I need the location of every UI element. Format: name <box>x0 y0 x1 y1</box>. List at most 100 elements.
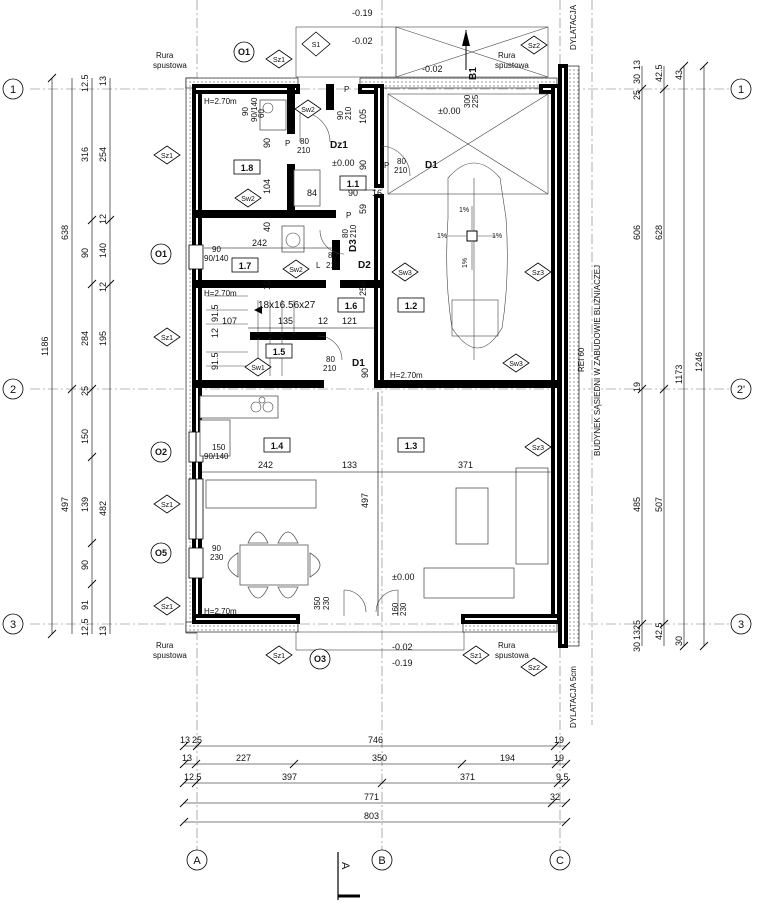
door-80-a: 80 <box>300 137 309 146</box>
bottom-dim-194: 194 <box>500 753 515 763</box>
opening-o3: 350 <box>313 596 322 610</box>
left-dim2-140: 140 <box>98 243 108 258</box>
svg-text:Sz1: Sz1 <box>161 604 173 611</box>
axis-bubble-2-left: 2 <box>2 378 24 400</box>
bathroom-fixtures <box>259 99 321 253</box>
window-tag-o2: O2 <box>150 441 172 463</box>
axis-bubble-1-right: 1 <box>730 78 752 100</box>
bottom-dim-227: 227 <box>236 753 251 763</box>
label-slope-3: 1% <box>492 233 502 240</box>
door-80-d: 80 <box>341 229 350 238</box>
left-dim-25: 25 <box>80 386 90 396</box>
door-210-c: 210 <box>326 261 340 270</box>
svg-text:3: 3 <box>738 619 744 631</box>
opening-o5: 90 <box>212 544 221 553</box>
opening-o2: 150 <box>212 443 226 452</box>
axis-bubble-3-left: 3 <box>2 613 24 635</box>
bottom-dim-771: 771 <box>364 792 379 802</box>
bottom-dim-19-b: 19 <box>554 753 564 763</box>
bottom-dim-19-a: 19 <box>554 735 564 745</box>
svg-text:Sz2: Sz2 <box>528 43 540 50</box>
door-80-b: 80 <box>397 157 406 166</box>
wall-tag-sz1-left1: Sz1 <box>153 145 181 165</box>
door-80-e: 80 <box>326 355 335 364</box>
dim-91-5-b: 91.5 <box>210 352 220 370</box>
wall-tag-sw2-c: Sw2 <box>282 259 310 279</box>
right-dim-outer: 1246 <box>694 352 704 372</box>
label-spustowa-br: spustowa <box>495 651 529 660</box>
dim-84: 84 <box>307 188 317 198</box>
level-top-right: -0.02 <box>422 64 443 74</box>
door-p-b: P <box>384 161 389 170</box>
dim-90-v: 90 <box>358 160 368 170</box>
svg-text:Sz1: Sz1 <box>161 502 173 509</box>
dim-16: 16 <box>372 188 382 198</box>
svg-text:O3: O3 <box>314 654 326 664</box>
left-dim2-482: 482 <box>98 501 108 516</box>
dim-12-stair: 12 <box>318 316 328 326</box>
level-top-inner: -0.02 <box>352 36 373 46</box>
svg-text:1.1: 1.1 <box>347 179 360 189</box>
svg-text:Sw3: Sw3 <box>398 270 412 277</box>
svg-text:1.3: 1.3 <box>405 441 418 451</box>
svg-text:Sw2: Sw2 <box>241 196 255 203</box>
label-slope-1: 1% <box>459 207 469 214</box>
left-dim2-13-bottom: 13 <box>98 626 108 636</box>
label-rura-bl: Rura <box>156 641 174 650</box>
bottom-dim-12-5: 12.5 <box>184 772 202 782</box>
label-dylatacja-bottom: DYLATACJA 5cm <box>569 666 578 728</box>
door-tag-d2: D2 <box>358 260 371 271</box>
right-dim2-42-5-bottom: 42.5 <box>654 622 664 640</box>
window-tag-o1-left: O1 <box>150 243 172 265</box>
room-tag-1-2: 1.2 <box>397 297 425 313</box>
bottom-dim-9-5: 9.5 <box>556 772 569 782</box>
label-rura-tr: Rura <box>498 51 516 60</box>
opening-wc-sub: 230 <box>399 602 408 616</box>
axis-bubble-a: A <box>186 849 208 871</box>
left-dim-139: 139 <box>80 497 90 512</box>
window-tag-o5: O5 <box>150 542 172 564</box>
wall-tag-sz2-top: Sz2 <box>520 35 548 55</box>
left-dim2-12-b: 12 <box>98 282 108 292</box>
svg-text:O2: O2 <box>155 447 167 457</box>
opening-o1-mid: 90 <box>212 245 221 254</box>
opening-o1-top: 90 <box>241 107 250 116</box>
svg-text:1.8: 1.8 <box>241 163 254 173</box>
svg-text:Sz3: Sz3 <box>532 445 544 452</box>
level-garage: ±0.00 <box>438 106 460 116</box>
svg-text:1: 1 <box>10 84 16 96</box>
room-tag-1-8: 1.8 <box>233 159 261 175</box>
right-dim2-42-5-top: 42.5 <box>654 64 664 82</box>
right-dim3-30: 30 <box>674 636 684 646</box>
axis-bubble-1-left: 1 <box>2 78 24 100</box>
door-tag-d1-stair: D1 <box>352 358 365 369</box>
right-dim-bottom-a: 13 <box>632 630 642 640</box>
svg-text:O1: O1 <box>238 47 250 57</box>
interior-dimensions <box>200 189 553 616</box>
label-rura-tl: Rura <box>156 51 174 60</box>
svg-text:Sz1: Sz1 <box>273 57 285 64</box>
svg-text:2: 2 <box>10 384 16 396</box>
wall-tag-sw3-b: Sw3 <box>502 353 530 373</box>
label-slope-4: 1% <box>462 258 469 268</box>
dim-91-5-a: 91.5 <box>210 304 220 322</box>
walls <box>188 64 568 648</box>
label-spustowa-tr: spustowa <box>495 61 529 70</box>
label-height-2: H=2.70m <box>204 289 237 298</box>
right-dim-bottom-b: 30 <box>632 642 642 652</box>
wall-tag-sz1-left3: Sz1 <box>153 494 181 514</box>
bottom-dim-350: 350 <box>372 753 387 763</box>
opening-o3-sub: 230 <box>322 596 331 610</box>
left-dim-316: 316 <box>80 147 90 162</box>
label-slope-2: 1% <box>437 233 447 240</box>
svg-text:Sw1: Sw1 <box>251 365 265 372</box>
garage-door-marker <box>462 30 470 70</box>
left-dim2-12-a: 12 <box>98 214 108 224</box>
room-tag-1-4: 1.4 <box>263 437 291 453</box>
left-dim-284: 284 <box>80 331 90 346</box>
right-dim3-1173: 1173 <box>674 365 684 384</box>
left-dim-90-b: 90 <box>80 560 90 570</box>
svg-text:Sz1: Sz1 <box>161 153 173 160</box>
svg-text:B: B <box>378 855 385 867</box>
label-height-1: H=2.70m <box>204 97 237 106</box>
